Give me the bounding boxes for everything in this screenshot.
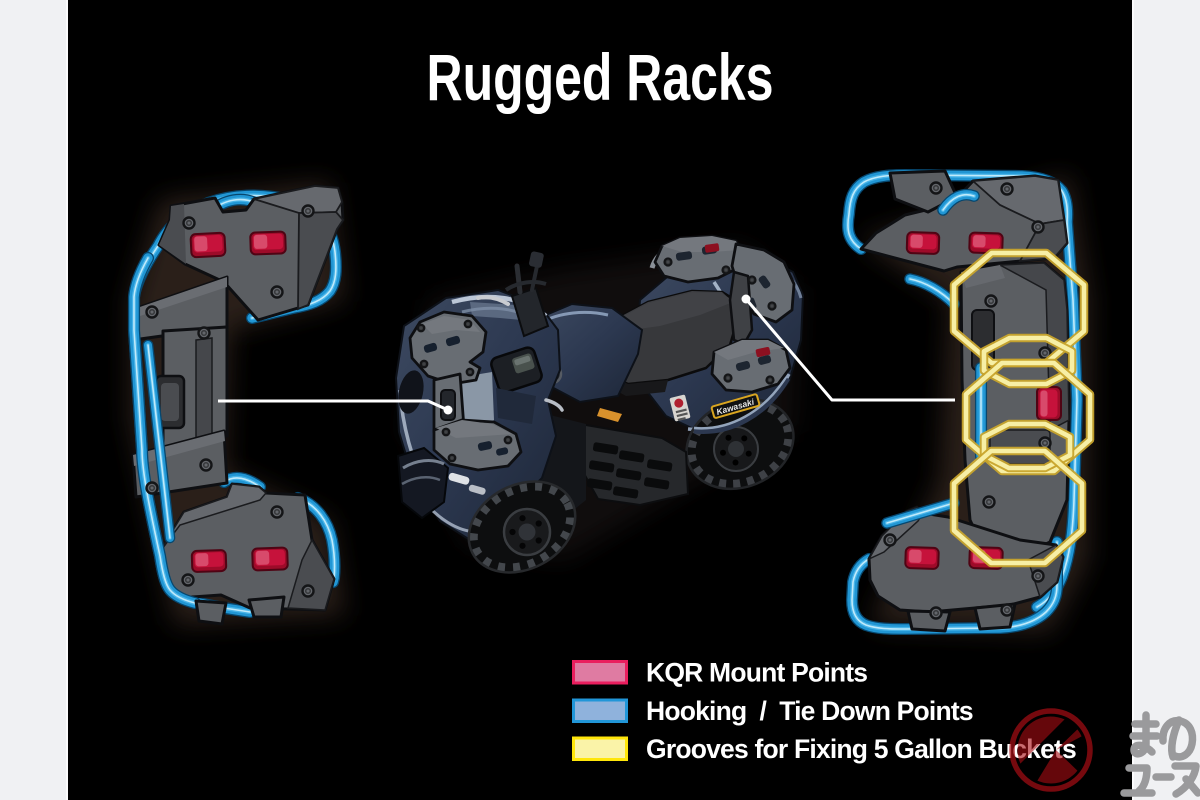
svg-text:KQR Mount Points: KQR Mount Points xyxy=(646,658,867,688)
svg-text:Grooves for Fixing 5 Gallon Bu: Grooves for Fixing 5 Gallon Buckets xyxy=(646,734,1076,764)
svg-text:Hooking / Tie Down Points: Hooking / Tie Down Points xyxy=(646,696,973,726)
svg-text:Rugged Racks: Rugged Racks xyxy=(427,40,774,114)
